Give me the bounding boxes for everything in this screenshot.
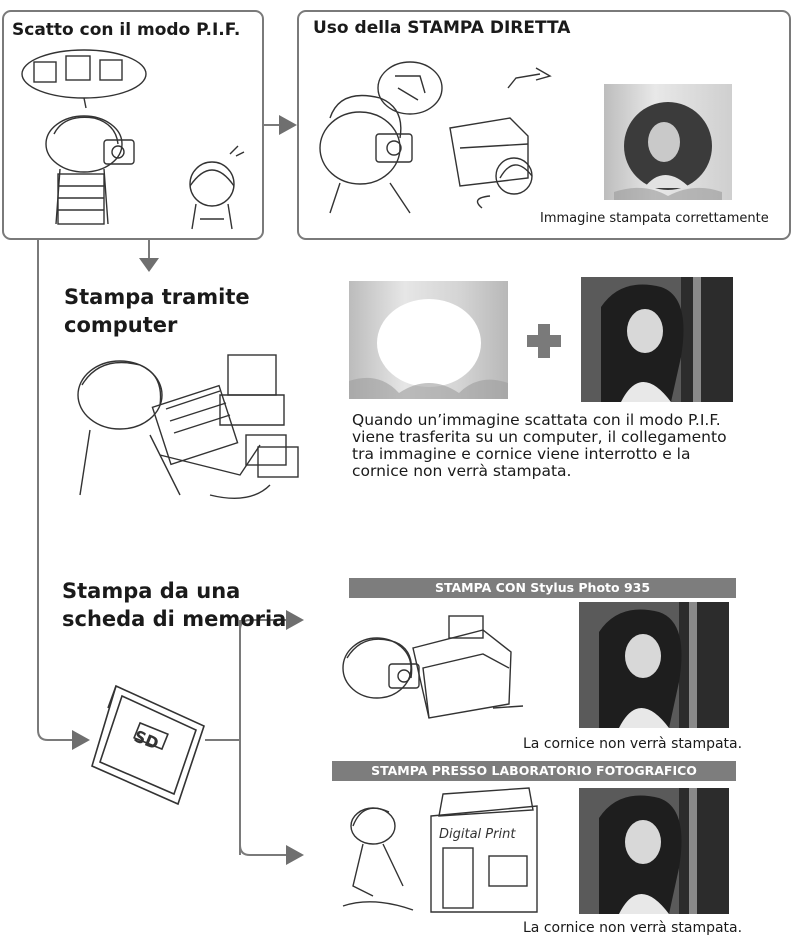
computer-text-line3: tra immagine e cornice viene interrotto … [352,445,691,463]
memory-section-title: Stampa da una scheda di memoria [62,577,286,633]
shop-sign-text: Digital Print [439,827,516,842]
direct-print-framed-photo [604,84,732,200]
printer-illustration [342,615,524,719]
portrait-photo-computer [581,277,733,402]
portrait-photo-lab [579,788,729,914]
computer-explanation: Quando un’immagine scattata con il modo … [352,412,727,480]
plus-icon [527,324,561,358]
photo-lab-illustration: Digital Print [342,787,538,913]
connector-to-lab [239,844,286,856]
direct-print-caption: Immagine stampata correttamente [540,211,769,226]
sd-card-illustration: SD [91,684,205,806]
arrow-head-card [72,730,90,750]
memory-title-line1: Stampa da una [62,579,241,603]
memory-title-line2: scheda di memoria [62,607,287,631]
arrow-head-printer [286,610,304,630]
computer-illustration [77,354,299,500]
computer-title-line2: computer [64,313,178,337]
arrow-head-direct [279,115,297,135]
portrait-photo-printer [579,602,729,728]
pif-shooting-illustration [21,49,245,230]
printer-caption: La cornice non verrà stampata. [523,736,743,752]
connector-pif-to-card [37,240,72,741]
pif-shooting-title: Scatto con il modo P.I.F. [12,20,241,40]
frame-only-image [349,281,508,399]
computer-text-line1: Quando un’immagine scattata con il modo … [352,411,721,429]
computer-title-line1: Stampa tramite [64,285,250,309]
lab-caption: La cornice non verrà stampata. [523,920,743,936]
computer-text-line2: viene trasferita su un computer, il coll… [352,428,727,446]
connector-to-printer [239,619,286,631]
direct-print-title: Uso della STAMPA DIRETTA [313,18,571,38]
computer-text-line4: cornice non verrà stampata. [352,462,572,480]
arrow-head-lab [286,845,304,865]
lab-banner: STAMPA PRESSO LABORATORIO FOTOGRAFICO [332,761,736,781]
printer-banner: STAMPA CON Stylus Photo 935 [349,578,736,598]
computer-section-title: Stampa tramite computer [64,283,250,339]
arrow-head-computer [139,258,159,272]
direct-print-illustration [319,61,552,214]
pif-shooting-box [2,10,264,240]
